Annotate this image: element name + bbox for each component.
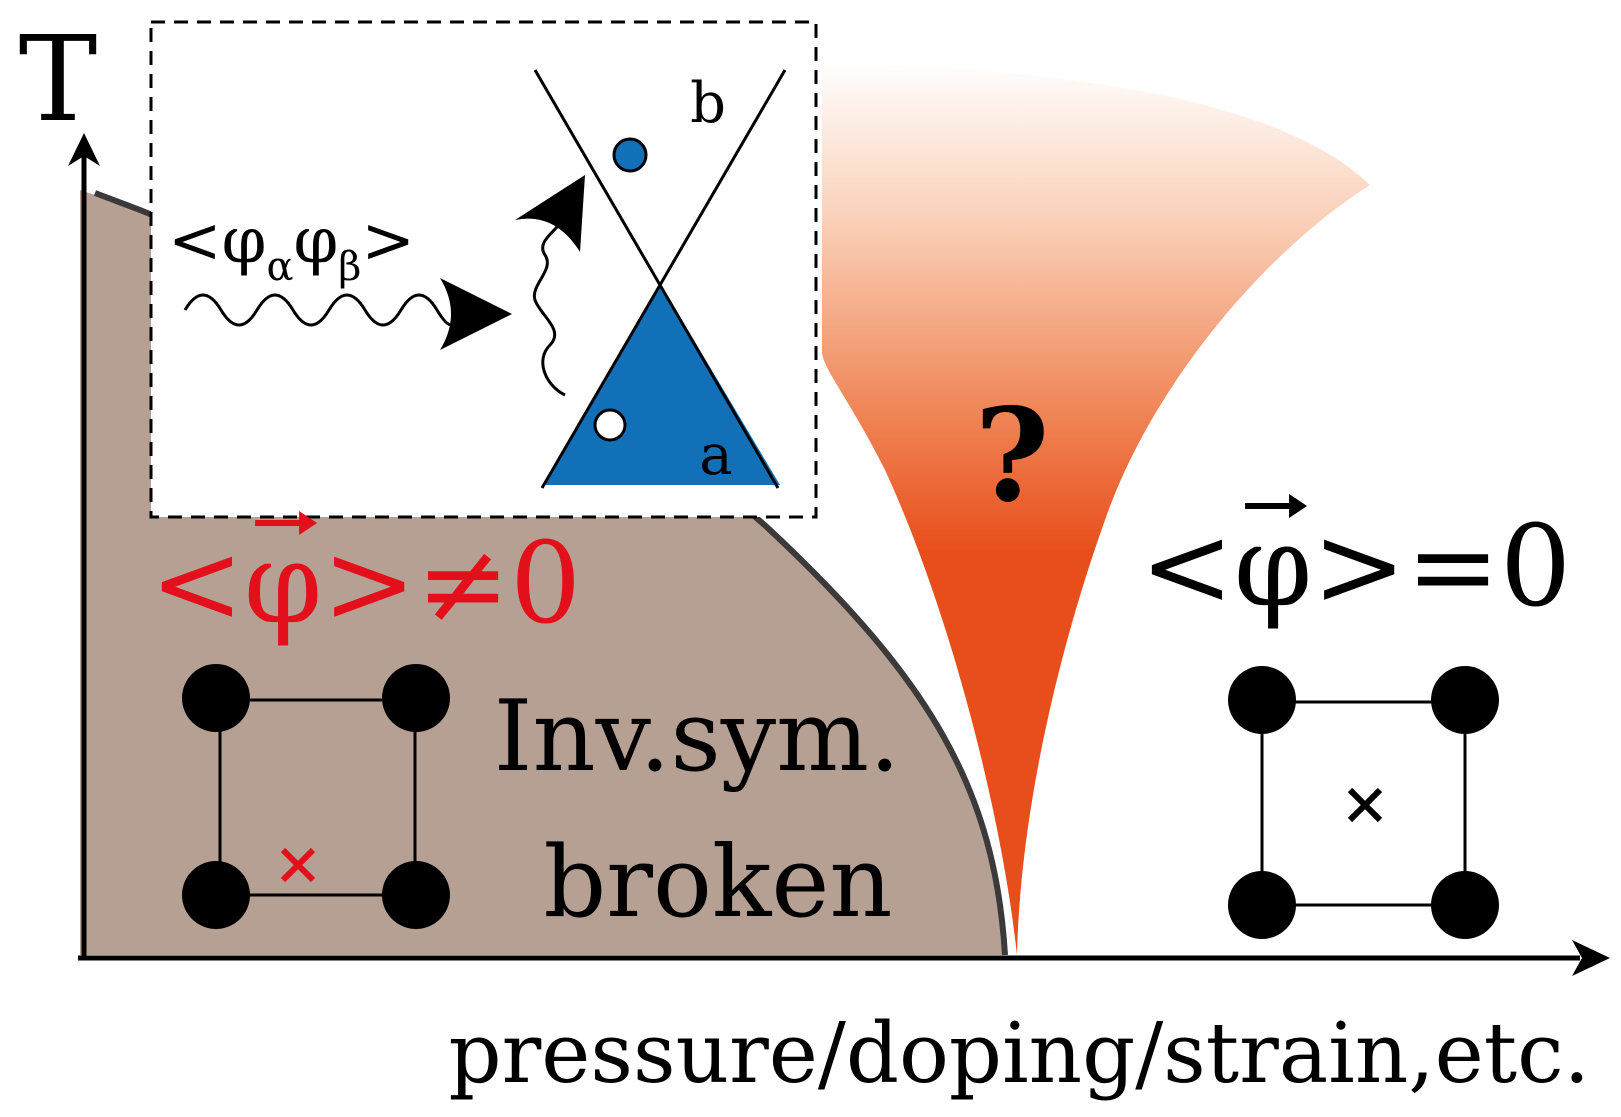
vector-arrow (1245, 494, 1308, 518)
inset: b a <φαφβ> (149, 20, 818, 519)
electron-dot (612, 137, 648, 173)
vector-arrow (255, 511, 318, 535)
broken-order-parameter: <φ>≠0 (150, 519, 581, 649)
lattice-atom (1228, 871, 1296, 939)
fluctuation-correlator: <φαφβ> (168, 204, 415, 290)
lattice-atom (1431, 666, 1499, 734)
upper-band-label: b (690, 71, 726, 136)
incoming-arrowhead (440, 278, 512, 350)
critical-fluctuation-region (821, 60, 1370, 955)
lattice-atom (382, 861, 450, 929)
lattice-atom (1228, 666, 1296, 734)
symmetric-lattice (1228, 666, 1499, 939)
lower-band-label: a (699, 423, 732, 488)
axes (68, 133, 1610, 976)
phase-label-line2: broken (543, 826, 892, 940)
fluctuation-wavy-line (183, 293, 460, 327)
scattering-wavy-line (532, 214, 567, 397)
lattice-atom (182, 861, 250, 929)
question-mark: ? (975, 381, 1050, 531)
centered-cross (1347, 787, 1383, 823)
lattice-atom (182, 664, 250, 732)
broken-lattice-cell (218, 698, 417, 897)
hole-dot (593, 408, 627, 442)
y-axis-label: T (19, 10, 98, 148)
displaced-center-cross (280, 847, 316, 883)
x-axis-arrowhead (1572, 940, 1610, 976)
broken-lattice (182, 664, 450, 929)
x-axis-label: pressure/doping/strain,etc. (449, 1005, 1591, 1102)
symmetric-order-parameter: <φ>=0 (1140, 502, 1571, 632)
lattice-atom (382, 664, 450, 732)
lattice-atom (1431, 871, 1499, 939)
band-line-left (533, 69, 780, 489)
symmetric-lattice-cell (1260, 700, 1467, 907)
scattered-arrowhead (515, 175, 585, 252)
y-axis-arrowhead (68, 133, 100, 166)
phase-label-line1: Inv.sym. (494, 680, 900, 794)
band-line-right (540, 69, 787, 489)
